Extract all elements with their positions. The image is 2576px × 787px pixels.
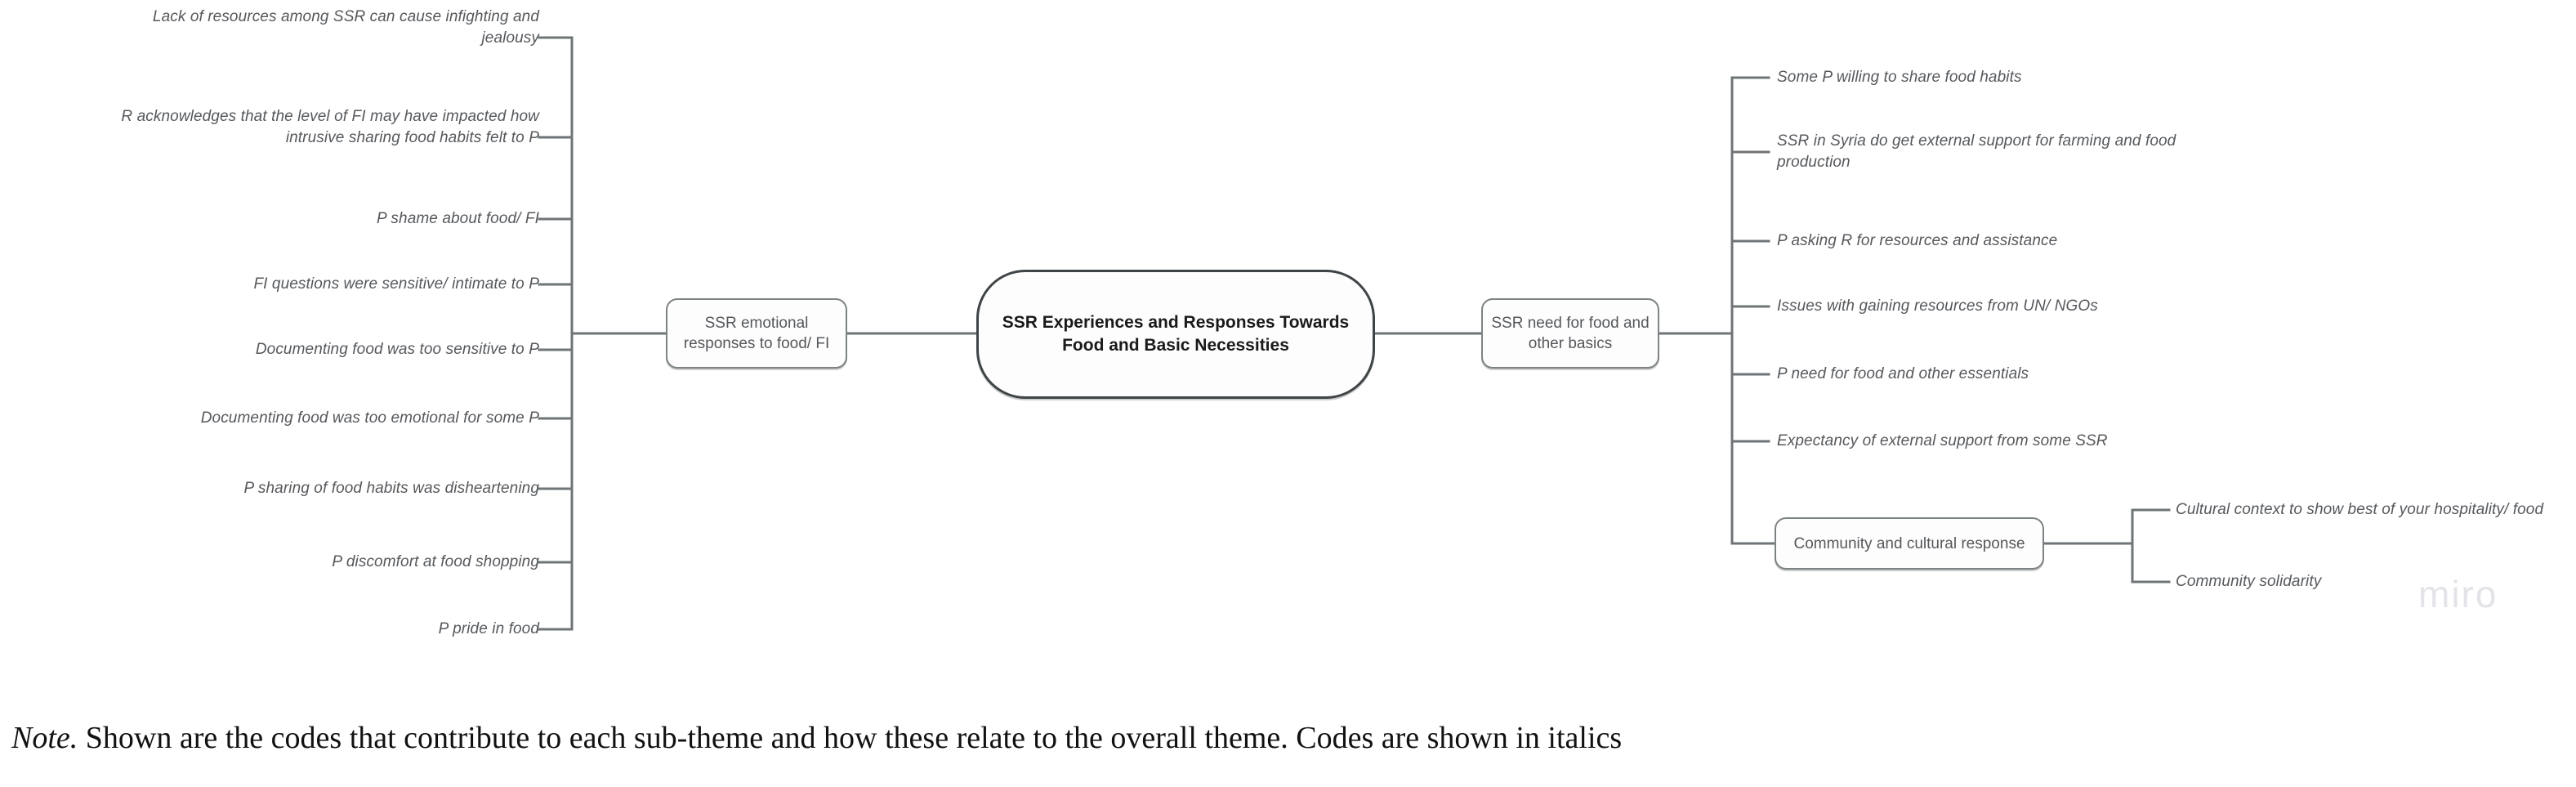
code-label-left-5: Documenting food was too sensitive to P [255,341,539,358]
subtheme-label-community-cultural-response: Community and cultural response [1793,534,2025,552]
code-label-right-1: Some P willing to share food habits [1777,69,2022,86]
theme-label-central: SSR Experiences and Responses Towards Fo… [1002,313,1350,355]
subtheme-node-need-for-food[interactable]: SSR need for food and other basics [1481,298,1659,369]
subtheme-node-emotional-responses[interactable]: SSR emotional responses to food/ FI [666,298,847,369]
code-label-right-4: Issues with gaining resources from UN/ N… [1777,297,2098,315]
figure-note: Note. Shown are the codes that contribut… [11,719,2544,757]
code-label-left-4: FI questions were sensitive/ intimate to… [253,275,539,293]
subtheme-label-need-for-food: SSR need for food and other basics [1491,315,1650,352]
note-text: Shown are the codes that contribute to e… [78,721,1623,755]
code-label-community-1: Cultural context to show best of your ho… [2176,501,2544,518]
subtheme-label-emotional-responses: SSR emotional responses to food/ FI [683,315,830,352]
code-label-left-2: R acknowledges that the level of FI may … [121,108,539,146]
code-label-left-3: P shame about food/ FI [376,210,539,227]
theme-node-central[interactable]: SSR Experiences and Responses Towards Fo… [976,270,1375,399]
code-label-right-2: SSR in Syria do get external support for… [1777,132,2176,171]
code-label-right-3: P asking R for resources and assistance [1777,232,2058,249]
code-label-left-6: Documenting food was too emotional for s… [200,409,539,427]
note-keyword: Note. [11,721,78,755]
code-label-left-8: P discomfort at food shopping [332,553,539,570]
miro-watermark: miro [2418,573,2498,615]
mind-map-canvas: Lack of resources among SSR can cause in… [121,8,2544,637]
code-label-community-2: Community solidarity [2176,573,2322,590]
subtheme-node-community-cultural-response[interactable]: Community and cultural response [1775,517,2044,570]
code-label-left-7: P sharing of food habits was dishearteni… [243,480,539,497]
code-label-left-1: Lack of resources among SSR can cause in… [152,8,539,47]
code-label-right-6: Expectancy of external support from some… [1777,432,2108,449]
code-label-right-5: P need for food and other essentials [1777,365,2029,382]
code-label-left-9: P pride in food [438,620,539,637]
